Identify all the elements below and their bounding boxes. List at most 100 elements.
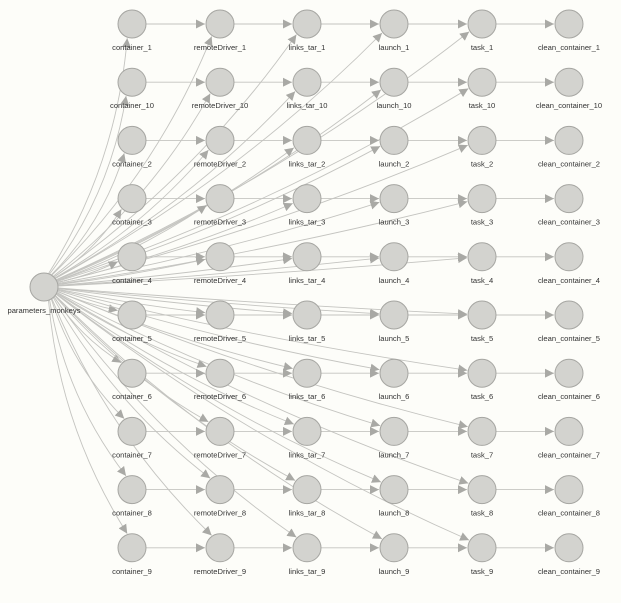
node-container-4[interactable]: container_3 [112,184,152,227]
node-remote-2[interactable]: remoteDriver_10 [192,67,249,110]
node-remote-3[interactable]: remoteDriver_2 [194,125,246,168]
node-label: container_2 [112,159,152,168]
node-label: task_8 [471,509,493,518]
node-remote-4[interactable]: remoteDriver_3 [194,184,246,227]
node-circle [292,358,322,388]
node-remote-1[interactable]: remoteDriver_1 [194,9,246,52]
node-task-4[interactable]: task_3 [467,184,497,227]
node-circle [117,125,147,155]
node-label: remoteDriver_4 [194,276,246,285]
node-launch-9[interactable]: launch_8 [379,475,410,518]
edge-source-to-container [50,298,125,419]
node-links-8[interactable]: links_tar_7 [289,416,326,459]
node-launch-1[interactable]: launch_1 [379,9,410,52]
node-label: links_tar_9 [289,567,326,576]
node-label: remoteDriver_10 [192,101,249,110]
node-links-5[interactable]: links_tar_4 [289,242,326,285]
node-remote-10[interactable]: remoteDriver_9 [194,533,246,576]
node-label: clean_container_10 [536,101,602,110]
node-circle [467,184,497,214]
node-task-3[interactable]: task_2 [467,125,497,168]
node-circle [467,475,497,505]
node-label: clean_container_3 [538,218,600,227]
node-remote-6[interactable]: remoteDriver_5 [194,300,246,343]
node-circle [292,475,322,505]
node-remote-5[interactable]: remoteDriver_4 [194,242,246,285]
edge-source-to-remote [51,36,213,276]
node-label: launch_8 [379,509,410,518]
node-remote-9[interactable]: remoteDriver_8 [194,475,246,518]
node-task-10[interactable]: task_9 [467,533,497,576]
node-clean-10[interactable]: clean_container_9 [538,533,600,576]
node-label: links_tar_3 [289,218,326,227]
node-task-9[interactable]: task_8 [467,475,497,518]
node-clean-7[interactable]: clean_container_6 [538,358,600,401]
node-launch-2[interactable]: launch_10 [376,67,412,110]
node-label: container_8 [112,509,152,518]
node-links-2[interactable]: links_tar_10 [287,67,328,110]
node-clean-3[interactable]: clean_container_2 [538,125,600,168]
node-clean-8[interactable]: clean_container_7 [538,416,600,459]
node-label: task_1 [471,43,493,52]
node-container-3[interactable]: container_2 [112,125,152,168]
node-clean-2[interactable]: clean_container_10 [536,67,602,110]
node-container-9[interactable]: container_8 [112,475,152,518]
node-launch-8[interactable]: launch_7 [379,416,410,459]
node-task-7[interactable]: task_6 [467,358,497,401]
node-task-5[interactable]: task_4 [467,242,497,285]
node-circle [205,67,235,97]
node-launch-5[interactable]: launch_4 [379,242,410,285]
node-clean-6[interactable]: clean_container_5 [538,300,600,343]
node-task-2[interactable]: task_10 [467,67,497,110]
node-links-7[interactable]: links_tar_6 [289,358,326,401]
node-clean-5[interactable]: clean_container_4 [538,242,600,285]
node-launch-7[interactable]: launch_6 [379,358,410,401]
node-container-5[interactable]: container_4 [112,242,152,285]
node-container-10[interactable]: container_9 [112,533,152,576]
node-launch-3[interactable]: launch_2 [379,125,410,168]
node-container-8[interactable]: container_7 [112,416,152,459]
node-container-2[interactable]: container_10 [110,67,154,110]
node-circle [292,125,322,155]
node-circle [292,184,322,214]
node-label: clean_container_5 [538,334,600,343]
node-label: task_9 [471,567,493,576]
node-parameters-monkeys[interactable]: parameters_monkeys [7,272,81,315]
node-task-6[interactable]: task_5 [467,300,497,343]
node-container-6[interactable]: container_5 [112,300,152,343]
node-circle [117,475,147,505]
node-task-1[interactable]: task_1 [467,9,497,52]
node-circle [554,67,584,97]
node-launch-4[interactable]: launch_3 [379,184,410,227]
node-links-6[interactable]: links_tar_5 [289,300,326,343]
node-label: container_4 [112,276,152,285]
node-links-1[interactable]: links_tar_1 [289,9,326,52]
edge-source-to-task [57,290,468,429]
edge-source-to-container [53,208,122,278]
edge-source-to-container [48,300,128,534]
node-container-7[interactable]: container_6 [112,358,152,401]
node-label: launch_10 [376,101,411,110]
node-remote-7[interactable]: remoteDriver_6 [194,358,246,401]
node-links-4[interactable]: links_tar_3 [289,184,326,227]
node-label: links_tar_4 [289,276,326,285]
node-circle [205,533,235,563]
node-remote-8[interactable]: remoteDriver_7 [194,416,246,459]
node-label: container_1 [112,43,152,52]
node-links-10[interactable]: links_tar_9 [289,533,326,576]
node-launch-6[interactable]: launch_5 [379,300,410,343]
node-circle [205,300,235,330]
node-clean-9[interactable]: clean_container_8 [538,475,600,518]
node-links-3[interactable]: links_tar_2 [289,125,326,168]
node-label: clean_container_9 [538,567,600,576]
node-clean-1[interactable]: clean_container_1 [538,9,600,52]
node-circle [292,416,322,446]
node-clean-4[interactable]: clean_container_3 [538,184,600,227]
node-launch-10[interactable]: launch_9 [379,533,410,576]
node-links-9[interactable]: links_tar_8 [289,475,326,518]
node-task-8[interactable]: task_7 [467,416,497,459]
node-container-1[interactable]: container_1 [112,9,152,52]
node-circle [554,416,584,446]
node-circle [467,416,497,446]
